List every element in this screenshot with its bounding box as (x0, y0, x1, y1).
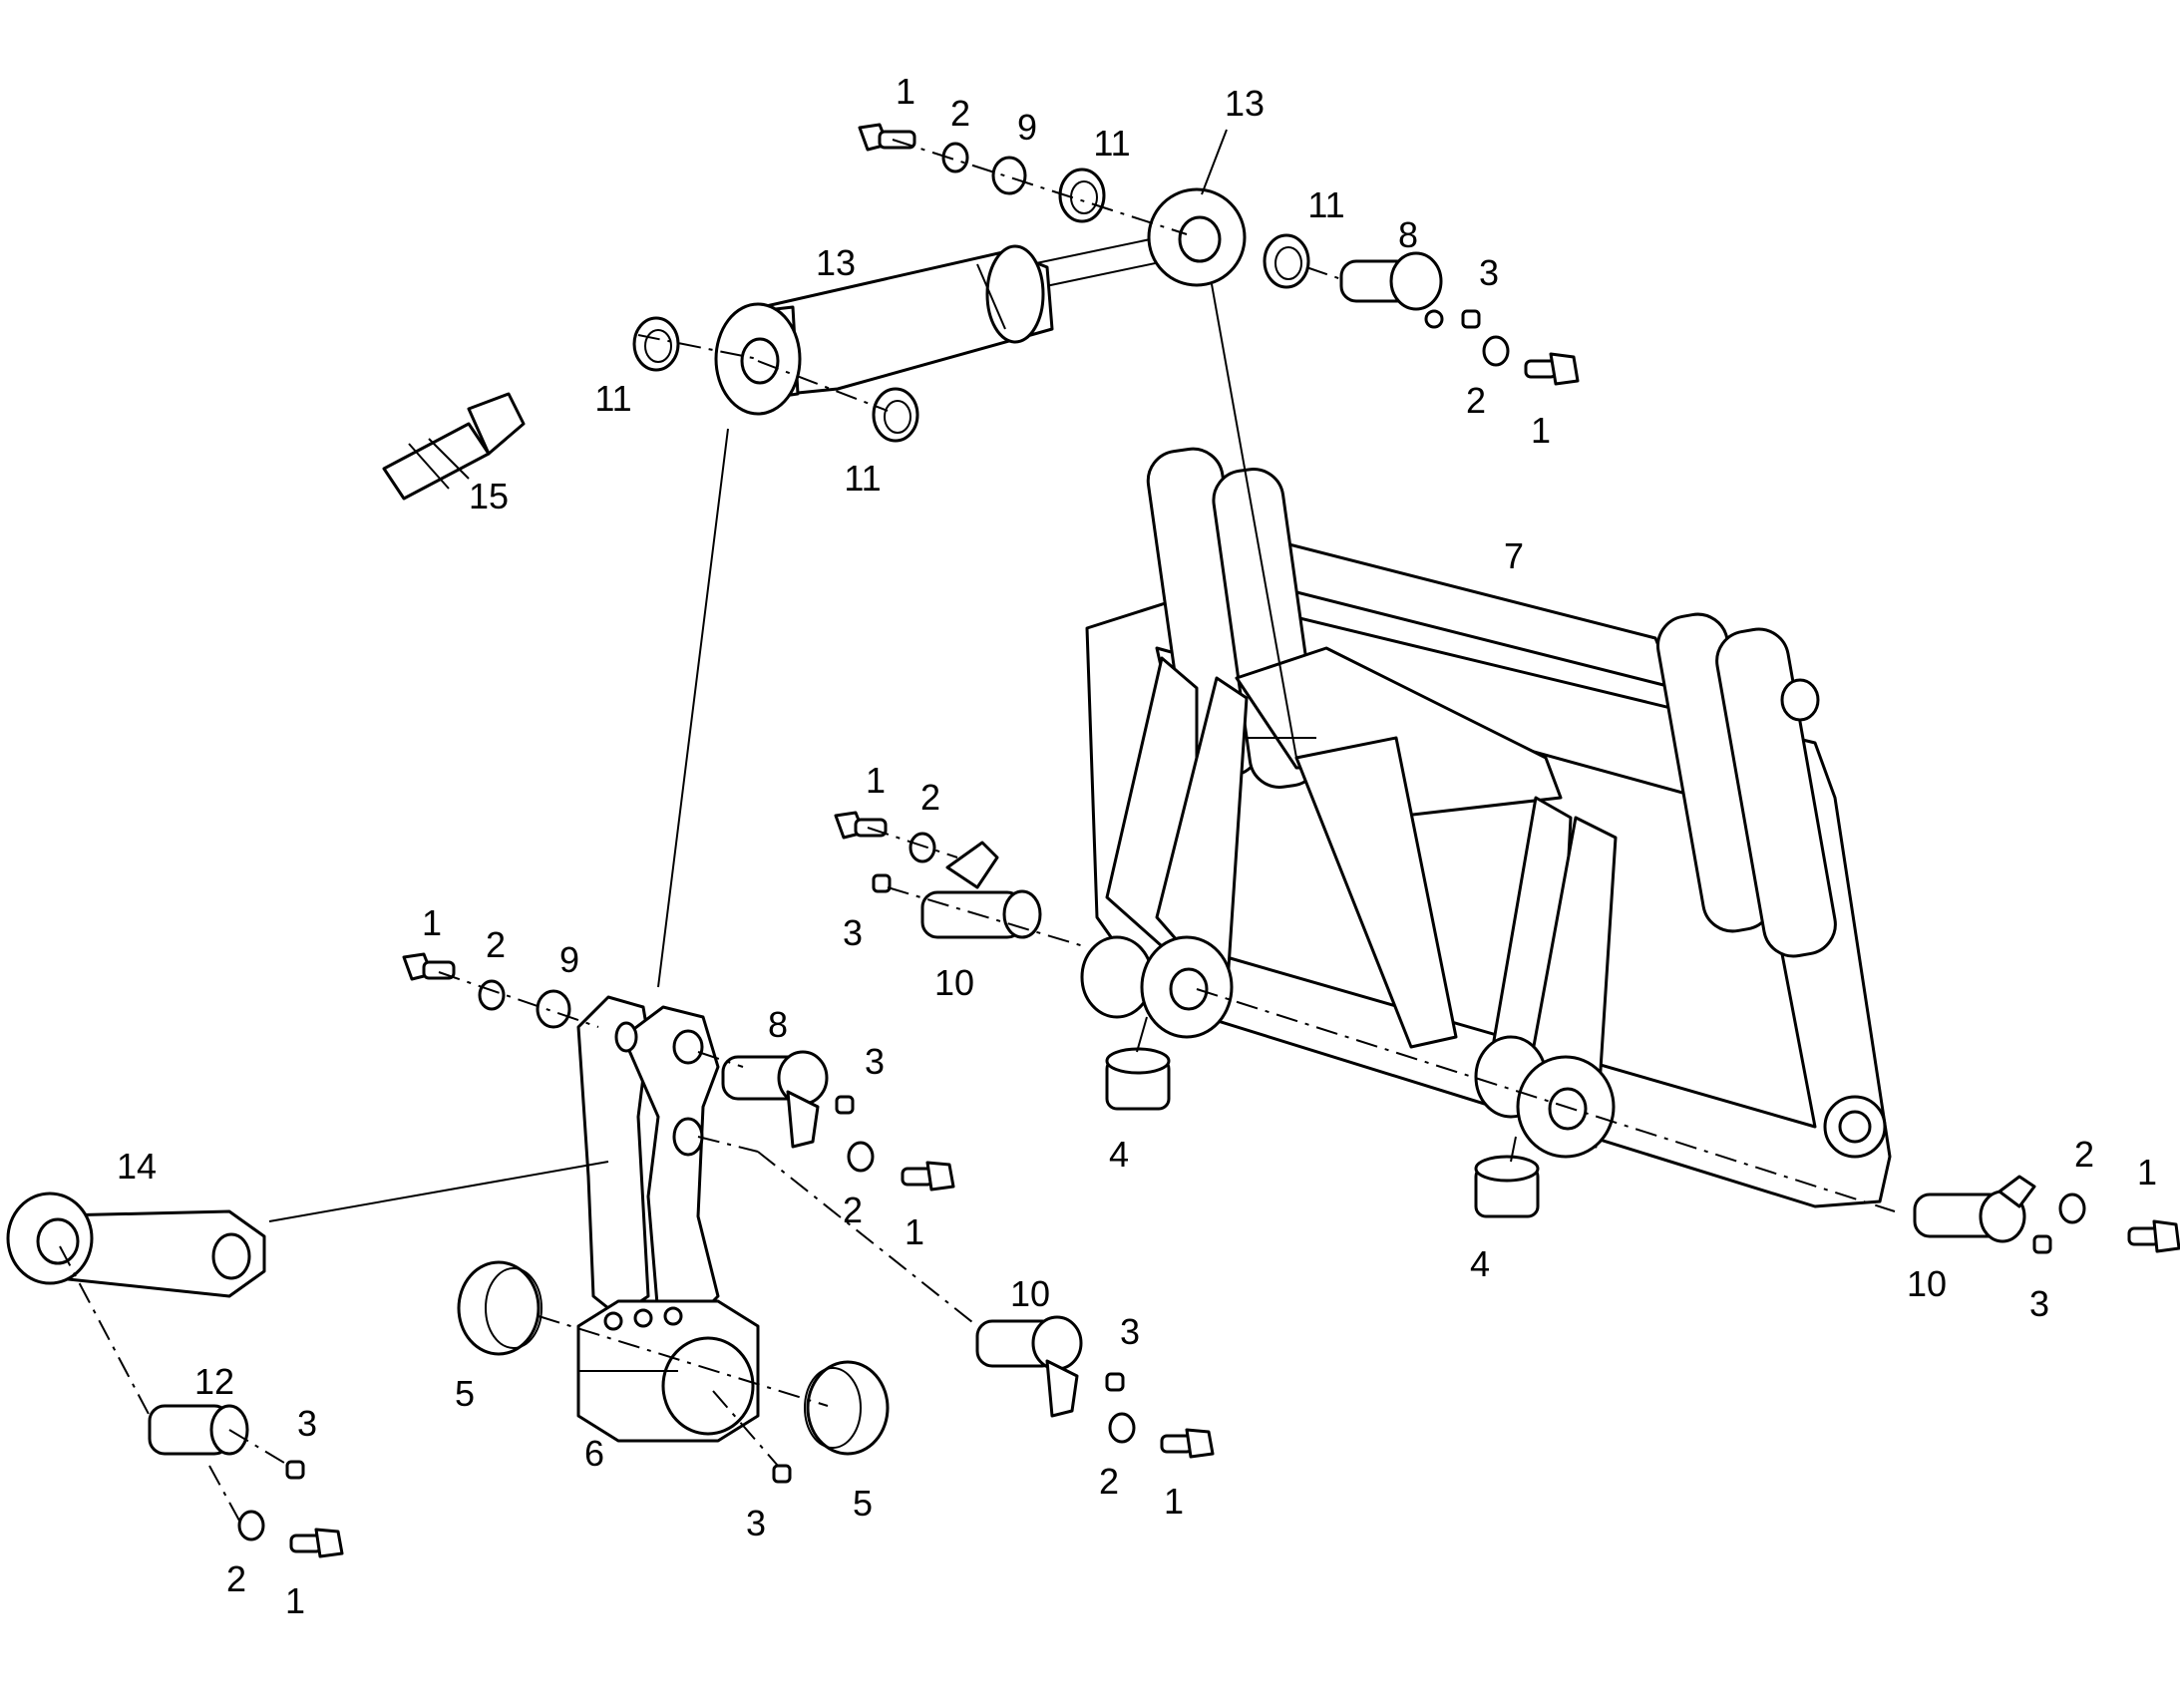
pin-link-arm (148, 1404, 249, 1456)
callout-13: 13 (1225, 83, 1265, 124)
callout-11: 11 (594, 378, 631, 419)
callout-9: 9 (559, 939, 579, 980)
bolt-lower-mid (1160, 1428, 1215, 1459)
callout-3: 3 (297, 1403, 317, 1444)
assembly-lines (59, 139, 1896, 1522)
callout-2: 2 (843, 1190, 863, 1230)
hydraulic-cylinder (714, 187, 1247, 416)
callout-12: 12 (194, 1361, 234, 1402)
grease-nipples (285, 309, 2052, 1484)
bearing-ring-right (804, 1360, 890, 1456)
coupler-frame (1080, 447, 1892, 1208)
callout-1: 1 (285, 1580, 305, 1621)
rocker-arm (576, 995, 720, 1328)
callout-5: 5 (853, 1483, 873, 1524)
bearing-ring-left (457, 1260, 543, 1356)
pin-lower-right (1913, 1175, 2036, 1243)
bolt-link-arm (289, 1528, 344, 1558)
callout-8: 8 (768, 1004, 788, 1045)
callout-1: 1 (866, 760, 886, 801)
callout-2: 2 (1099, 1461, 1119, 1502)
bolt-top (858, 123, 916, 152)
bolt-mid (834, 811, 888, 840)
callout-11: 11 (1307, 184, 1344, 225)
callout-7: 7 (1504, 535, 1524, 576)
pin-top-right (1339, 251, 1444, 329)
callout-1: 1 (422, 902, 442, 943)
callout-1: 1 (896, 71, 915, 112)
callout-numbers: 1 2 9 11 13 11 8 3 2 1 13 11 11 15 7 1 2… (117, 71, 2157, 1621)
callout-10: 10 (1010, 1273, 1050, 1314)
callout-2: 2 (920, 777, 940, 818)
callout-1: 1 (2137, 1152, 2157, 1193)
callout-2: 2 (486, 924, 506, 965)
callout-8: 8 (1398, 214, 1418, 255)
bushing-left (1105, 1047, 1171, 1111)
callout-3: 3 (865, 1041, 885, 1082)
callout-4: 4 (1470, 1243, 1490, 1284)
washers (237, 142, 2086, 1541)
callout-3: 3 (843, 912, 863, 953)
callout-1: 1 (905, 1211, 924, 1252)
callout-11: 11 (1093, 123, 1130, 164)
pin-mid-left (920, 841, 1042, 939)
bushing-right (1474, 1155, 1540, 1218)
callout-10: 10 (934, 962, 974, 1003)
callout-2: 2 (226, 1558, 246, 1599)
leader-lines (268, 129, 1517, 1222)
callout-6: 6 (584, 1433, 604, 1474)
callout-1: 1 (1164, 1481, 1184, 1522)
bolt-lower-right (2127, 1219, 2180, 1253)
callout-14: 14 (117, 1146, 157, 1187)
callout-2: 2 (950, 93, 970, 134)
callout-11: 11 (844, 458, 881, 499)
pin-lower-mid (975, 1315, 1083, 1418)
callout-3: 3 (1479, 252, 1499, 293)
callout-4: 4 (1109, 1134, 1129, 1175)
link-arm (6, 1192, 266, 1298)
callout-2: 2 (2074, 1134, 2094, 1175)
callout-3: 3 (2029, 1283, 2049, 1324)
callout-3: 3 (746, 1503, 766, 1543)
callout-2: 2 (1466, 380, 1486, 421)
grease-fitting (382, 392, 526, 501)
callout-1: 1 (1531, 410, 1551, 451)
callout-13: 13 (816, 242, 856, 283)
callout-10: 10 (1907, 1263, 1947, 1304)
callout-3: 3 (1120, 1311, 1140, 1352)
bolt-rocker-top (402, 952, 456, 981)
callout-15: 15 (469, 476, 509, 516)
pivot-block (576, 1299, 760, 1443)
bolt-top-right (1524, 352, 1580, 386)
bolt-rocker (901, 1161, 955, 1192)
callout-9: 9 (1017, 107, 1037, 148)
callout-5: 5 (455, 1373, 475, 1414)
pin-rocker (721, 1050, 829, 1149)
